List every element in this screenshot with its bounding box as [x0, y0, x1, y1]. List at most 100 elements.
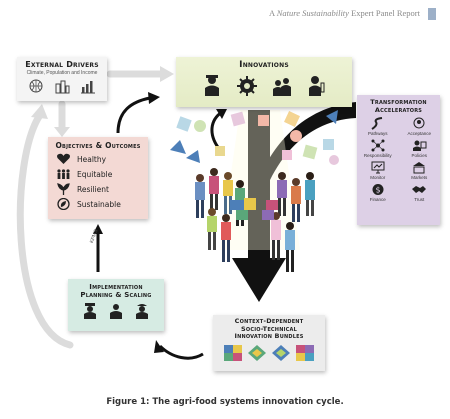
- puzzle-piece: [290, 130, 302, 142]
- accelerator-label: Finance: [369, 197, 386, 202]
- accelerator-label: Trust: [414, 197, 425, 202]
- plant-icon: [57, 183, 70, 195]
- people-icon: [272, 78, 291, 96]
- accelerator-label: Acceptance: [407, 131, 431, 136]
- accelerator-label: Markets: [411, 175, 428, 180]
- puzzle-piece: [186, 150, 200, 163]
- puzzle-bundle-icon: [224, 344, 242, 361]
- puzzle-bundle-icon: [248, 344, 266, 361]
- objective-item: Resilient: [56, 183, 148, 195]
- person: [221, 214, 231, 262]
- puzzle-piece: [194, 120, 206, 132]
- puzzle-piece: [302, 144, 318, 160]
- accelerator-item: Responsibility: [357, 139, 399, 158]
- person: [285, 222, 295, 272]
- objectives-to-innovations-arrow: [116, 96, 151, 134]
- accelerators-title-line2: Accelerators: [374, 106, 423, 114]
- person: [277, 172, 287, 216]
- accelerator-item: Monitor: [357, 161, 399, 180]
- objective-label: Equitable: [77, 169, 113, 179]
- accelerator-item: $ Finance: [357, 183, 399, 202]
- objectives-title: Objectives & Outcomes: [55, 141, 141, 150]
- implementation-title-line1: Implementation: [89, 283, 143, 291]
- black-arrowhead-2: [216, 109, 227, 119]
- spotlight: [220, 110, 300, 250]
- gear-icon: [236, 76, 257, 96]
- accelerator-item: Trust: [399, 183, 441, 202]
- header-prefix: A: [268, 8, 275, 18]
- person: [271, 212, 281, 260]
- innovation-bundles-box: Context-Dependent Socio-Technical Innova…: [213, 315, 325, 371]
- person: [291, 178, 301, 222]
- puzzle-piece: [230, 111, 246, 127]
- puzzle-piece: [323, 139, 334, 150]
- kpms-label: KPMS: [89, 228, 100, 245]
- accelerators-title-line1: Transformation: [370, 98, 427, 106]
- farmer-icon: [204, 75, 219, 96]
- scientist-icon: [308, 76, 324, 96]
- external-drivers-subtitle: Climate, Population and Income: [26, 70, 98, 76]
- accelerator-item: Acceptance: [399, 117, 441, 136]
- grey-arrowhead-up: [31, 104, 48, 119]
- external-drivers-title: External Drivers: [25, 60, 99, 69]
- transformation-accelerators-box: Transformation Accelerators Pathways Acc…: [357, 95, 440, 225]
- innovations-box: Innovations: [176, 57, 352, 107]
- puzzle-table: [230, 198, 278, 220]
- person: [305, 172, 315, 216]
- person: [195, 174, 205, 218]
- puzzle-piece: [258, 115, 269, 126]
- header-suffix: Expert Panel Report: [351, 8, 420, 18]
- bundles-title-line2: Socio-Technical: [241, 324, 297, 333]
- header-accent-bar: [428, 8, 436, 20]
- bundles-to-implementation-arrow: [158, 344, 204, 360]
- farmer-icon: [110, 304, 122, 319]
- puzzle-piece: [326, 110, 338, 124]
- markets-icon: [413, 162, 426, 174]
- figure-caption: Figure 1: The agri-food systems innovati…: [106, 397, 344, 407]
- globe-icon: [29, 79, 43, 93]
- innovations-title: Innovations: [239, 60, 289, 70]
- leaf-globe-icon: [57, 198, 70, 210]
- central-arrowhead: [232, 258, 286, 302]
- accelerators-big-arrow: [258, 102, 356, 180]
- people-row-icon: [57, 169, 70, 179]
- accelerator-item: Markets: [399, 161, 441, 180]
- implementation-title-line2: Planning & Scaling: [80, 291, 152, 299]
- worker-icon: [136, 304, 148, 319]
- report-header: A Nature Sustainability Expert Panel Rep…: [269, 8, 420, 18]
- black-arrowhead-1: [148, 92, 160, 104]
- objective-label: Sustainable: [77, 199, 121, 209]
- puzzle-piece: [282, 150, 292, 160]
- objective-label: Healthy: [77, 154, 107, 164]
- accelerator-item: Pathways: [357, 117, 399, 136]
- objective-item: Equitable: [56, 168, 148, 180]
- responsibility-icon: [371, 139, 385, 152]
- trust-handshake-icon: [412, 186, 427, 193]
- puzzle-bundle-icon: [296, 344, 314, 361]
- person: [235, 180, 245, 226]
- bundles-title-line3: Innovation Bundles: [234, 332, 304, 340]
- grey-arrowhead-right: [160, 66, 174, 82]
- puzzle-piece: [215, 146, 225, 156]
- objective-label: Resilient: [77, 184, 109, 194]
- city-icon: [55, 80, 70, 94]
- implementation-box: Implementation Planning & Scaling: [68, 279, 164, 331]
- bar-chart-icon: [81, 81, 95, 94]
- central-arrow-shaft: [248, 110, 270, 260]
- puzzle-bundle-icon: [272, 344, 290, 361]
- black-arrowhead-4: [154, 340, 164, 353]
- pathways-icon: [371, 117, 382, 130]
- accelerator-label: Responsibility: [363, 153, 392, 158]
- accelerator-label: Pathways: [367, 131, 388, 136]
- accelerators-title: Transformation Accelerators: [357, 98, 440, 114]
- objective-item: Healthy: [56, 153, 148, 165]
- accelerator-label: Monitor: [370, 175, 386, 180]
- objectives-outcomes-box: Objectives & Outcomes Healthy Equitable …: [48, 137, 148, 219]
- bundles-title-line1: Context-Dependent: [234, 317, 304, 325]
- accelerator-item: Policies: [399, 139, 441, 158]
- officer-icon: [84, 303, 96, 319]
- monitor-icon: [371, 161, 385, 174]
- finance-icon: $: [372, 184, 384, 195]
- bundles-title: Context-Dependent Socio-Technical Innova…: [213, 317, 325, 341]
- header-journal: Nature Sustainability: [276, 8, 349, 18]
